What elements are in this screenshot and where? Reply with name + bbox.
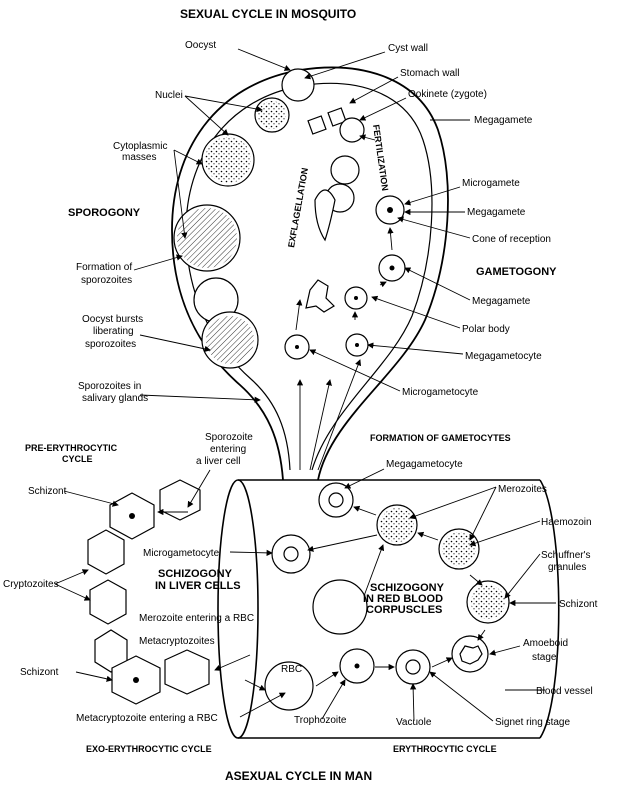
stage-schizogony-rbc-2: IN RED BLOOD [363, 593, 443, 605]
label-cyst-wall: Cyst wall [388, 43, 428, 54]
label-metacryptozoite-entering: Metacryptozoite entering a RBC [76, 713, 218, 724]
mosquito-stomach [171, 66, 449, 481]
label-trophozoite: Trophozoite [294, 715, 347, 726]
label-ookinete: Ookinete (zygote) [408, 89, 487, 100]
label-rbc: RBC [281, 664, 302, 675]
stage-erythrocytic-cycle: ERYTHROCYTIC CYCLE [393, 744, 497, 754]
label-schizont-rbc: Schizont [559, 599, 598, 610]
stage-schizogony-rbc: SCHIZOGONY [370, 582, 445, 594]
label-megagamete-low: Megagamete [472, 296, 531, 307]
label-schizont-top: Schizont [28, 486, 67, 497]
label-vacuole: Vacuole [396, 717, 432, 728]
label-schuffners: Schuffner's [541, 550, 591, 561]
label-cryptozoites: Cryptozoites [3, 579, 59, 590]
label-megagamete-top: Megagamete [474, 115, 533, 126]
label-granules: granules [548, 562, 586, 573]
label-schizont-low: Schizont [20, 667, 59, 678]
label-sporozoites-in: Sporozoites in [78, 381, 141, 392]
label-oocyst-bursts: Oocyst bursts [82, 314, 143, 325]
blood-vessel [217, 479, 560, 739]
liver-cells [87, 479, 210, 705]
stage-schizogony-liver-cells: IN LIVER CELLS [155, 580, 241, 592]
stage-sporogony: SPOROGONY [68, 207, 141, 219]
label-salivary-glands: salivary glands [82, 393, 148, 404]
label-signet-ring: Signet ring stage [495, 717, 570, 728]
label-entering: entering [210, 444, 246, 455]
label-metacryptozoites: Metacryptozoites [139, 636, 215, 647]
stage-schizogony-liver: SCHIZOGONY [158, 568, 233, 580]
label-merozoites: Merozoites [498, 484, 547, 495]
title-sexual-cycle: SEXUAL CYCLE IN MOSQUITO [180, 7, 356, 21]
title-asexual-cycle: ASEXUAL CYCLE IN MAN [225, 769, 372, 783]
label-sporozoite: Sporozoite [205, 432, 253, 443]
stage-formation-of-gametocytes: FORMATION OF GAMETOCYTES [370, 433, 511, 443]
stage-exflagellation: EXFLAGELLATION [286, 167, 310, 248]
label-cytoplasmic: Cytoplasmic [113, 141, 167, 152]
label-blood-vessel: Blood vessel [536, 686, 593, 697]
stage-gametogony: GAMETOGONY [476, 266, 557, 278]
label-stomach-wall: Stomach wall [400, 68, 459, 79]
label-polar-body: Polar body [462, 324, 510, 335]
label-megagametocyte-top: Megagametocyte [465, 351, 542, 362]
label-microgamete: Microgamete [462, 178, 520, 189]
cycle-arrows [157, 134, 486, 691]
stage-fertilization: FERTILIZATION [371, 124, 390, 192]
label-cone-of-reception: Cone of reception [472, 234, 551, 245]
label-formation-of: Formation of [76, 262, 132, 273]
label-a-liver-cell: a liver cell [196, 456, 240, 467]
label-merozoite-entering: Merozoite entering a RBC [139, 613, 254, 624]
label-nuclei: Nuclei [155, 90, 183, 101]
label-amoeboid: Amoeboid [523, 638, 568, 649]
stage-pre-erythrocytic: PRE-ERYTHROCYTIC [25, 443, 118, 453]
label-oocyst: Oocyst [185, 40, 216, 51]
label-liberating: liberating [93, 326, 134, 337]
label-amoeboid-stage: stage [532, 652, 557, 663]
stage-schizogony-rbc-3: CORPUSCLES [366, 604, 442, 616]
rbc-stages [264, 482, 510, 711]
stage-exo-erythrocytic-cycle: EXO-ERYTHROCYTIC CYCLE [86, 744, 212, 754]
label-megagametocyte-rbc: Megagametocyte [386, 459, 463, 470]
label-megagamete-mid: Megagamete [467, 207, 526, 218]
label-microgametocyte-top: Microgametocyte [402, 387, 479, 398]
label-haemozoin: Haemozoin [541, 517, 592, 528]
label-microgametocyte-rbc: Microgametocyte [143, 548, 220, 559]
label-cytoplasmic-masses: masses [122, 152, 156, 163]
stage-pre-erythrocytic-cycle: CYCLE [62, 454, 93, 464]
label-sporozoites: sporozoites [81, 275, 132, 286]
label-oocyst-sporozoites: sporozoites [85, 339, 136, 350]
gametogony-cells [284, 107, 406, 360]
leader-lines [54, 48, 556, 722]
